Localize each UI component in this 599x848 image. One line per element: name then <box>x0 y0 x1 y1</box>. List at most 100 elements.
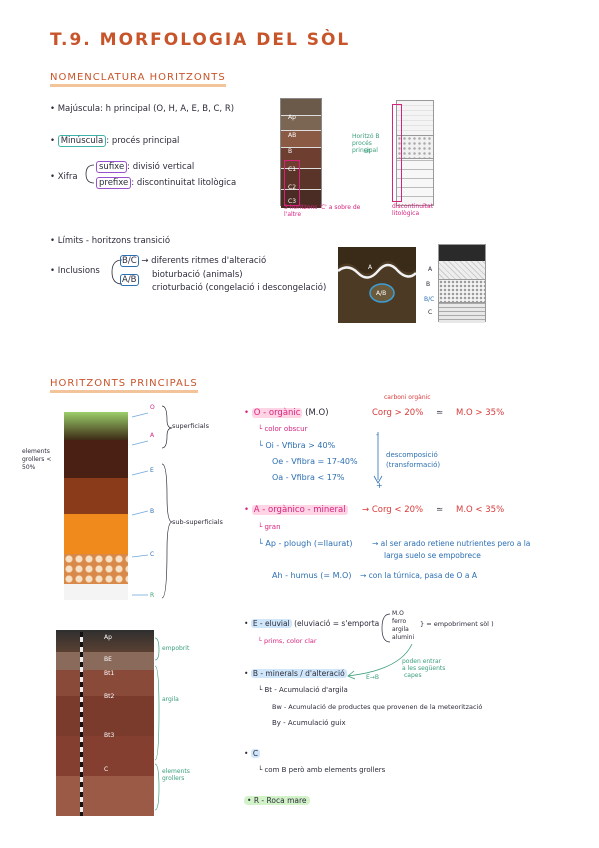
horizon-braces <box>161 405 173 599</box>
p2-label-bt1: Bt1 <box>104 670 115 677</box>
arrow-note-1: poden entrar <box>402 658 442 665</box>
e-item-alumini: alumini <box>392 634 415 641</box>
horizon-letter-e: E <box>150 467 154 474</box>
p1-layer-c3: C3 <box>288 198 297 205</box>
note-carboni-organic: carboni orgànic <box>384 394 431 401</box>
prefixe-desc: : discontinuitat litològica <box>131 178 237 188</box>
a-horizon-line: • A - orgànico - mineral <box>244 505 348 515</box>
minuscula-word: Minúscula <box>57 135 107 147</box>
ap-arrow-2: larga suelo se empobrece <box>384 551 481 560</box>
horizon-markers <box>131 412 149 596</box>
decomp-label-2: (transformació) <box>386 461 441 469</box>
soil-photo-inclusions <box>338 247 416 323</box>
oa-text: Oa - Vfibra < 17% <box>272 473 345 482</box>
decomp-minus: - <box>376 430 379 439</box>
sufixe-line: sufixe: divisió vertical <box>96 161 195 173</box>
b-horizon-line: • B - minerals / d'alteració <box>244 669 347 678</box>
bc-line: B/C → diferents ritmes d'alteració <box>120 255 266 267</box>
a-gran: └ gran <box>258 523 281 531</box>
note-discontinuitat: discontinuïtat litològica <box>392 203 434 217</box>
o-color: └ color obscur <box>258 425 308 433</box>
bullet-minuscula: • Minúscula: procés principal <box>50 135 180 147</box>
horizon-letter-b: B <box>150 508 155 515</box>
soil-profile-drawing-1 <box>396 100 434 206</box>
section-heading-principals: HORITZONTS PRINCIPALS <box>50 378 198 393</box>
bc-tag: B/C <box>120 255 139 267</box>
p1-layer-c1: C1 <box>288 166 297 173</box>
bullet-xifra: • Xifra <box>50 172 78 182</box>
by-text: By - Acumulació guix <box>272 719 346 727</box>
limits-text: Límits - horitzons transició <box>57 236 171 246</box>
ap-arrow-1: → al ser arado retiene nutrientes pero a… <box>372 539 531 548</box>
o-approx: ≃ <box>436 408 444 418</box>
o-horizon-paren: (M.O) <box>305 408 329 418</box>
e-items-brace <box>381 613 391 643</box>
r-horizon-title: • R - Roca mare <box>244 796 310 805</box>
sufixe-desc: : divisió vertical <box>127 162 195 172</box>
p2-label-be: BE <box>104 656 112 663</box>
ap-line: └ Ap - plough (=llaurat) <box>258 539 353 548</box>
note-bt: Bt <box>364 148 371 155</box>
a-corg: → Corg < 20% <box>362 505 424 515</box>
horizon-letter-r: R <box>150 592 155 599</box>
e-result: } = empobriment sòl ) <box>420 620 494 628</box>
o-mo: M.O > 35% <box>456 408 505 418</box>
e-prims: └ prims, color clar <box>258 637 317 645</box>
a-corg-text: Corg < 20% <box>371 505 424 515</box>
measuring-stick <box>80 632 83 816</box>
bullet-inclusions: • Inclusions <box>50 266 100 276</box>
horizon-letter-c: C <box>150 551 155 558</box>
r-horizon-text: R - Roca mare <box>253 796 307 805</box>
e-horizon-paren: (eluviació = s'emporta <box>294 619 380 628</box>
bullet-limits: • Límits - horitzons transició <box>50 236 171 246</box>
ah-text: Ah - humus (= M.O) <box>272 571 352 580</box>
section-heading-nomenclatura: NOMENCLATURA HORITZONTS <box>50 72 226 87</box>
e-result-text: = empobriment sòl <box>426 620 489 628</box>
drawing-pink-bar <box>392 104 402 202</box>
o-corg: Corg > 20% <box>372 408 424 418</box>
bt-line: └ Bt - Acumulació d'argila <box>258 686 348 694</box>
note-3-horitzons-c: 3 horitzons 'C' a sobre de l'altre <box>284 204 361 218</box>
inclusions-brace <box>111 259 123 285</box>
label-elements-grollers: elements grollers < 50% <box>22 448 52 471</box>
o-color-text: color obscur <box>264 425 308 433</box>
prefixe-word: prefixe <box>96 177 132 189</box>
decomp-plus: + <box>376 481 383 490</box>
label-subsuperficials: sub-superficials <box>172 518 223 526</box>
xifra-brace <box>85 164 95 184</box>
c-horizon-title: C <box>250 749 261 758</box>
drawing2-label-c: C <box>428 309 433 316</box>
majuscula-text: Majúscula: h principal (O, H, A, E, B, C… <box>57 104 235 114</box>
c-horizon-line: • C <box>244 749 261 758</box>
o-horizon-line: • O - orgànic (M.O) <box>244 408 329 418</box>
minuscula-desc: : procés principal <box>106 136 180 146</box>
label-empobrit: empobrit <box>162 645 190 652</box>
p1-layer-b: B <box>288 148 293 155</box>
p1-layer-ab: AB <box>288 132 297 139</box>
e-prims-text: prims, color clar <box>263 637 317 645</box>
e-item-mo: M.O <box>392 610 404 617</box>
p2-label-ap: Ap <box>104 634 112 641</box>
ah-arrow: → con la túrnica, pasa de O a A <box>360 571 477 580</box>
ab-desc-1: bioturbació (animals) <box>152 270 243 280</box>
ab-tag-wrap: A/B <box>120 274 139 286</box>
ap-text: Ap - plough (=llaurat) <box>265 539 353 548</box>
a-gran-text: gran <box>264 523 281 531</box>
drawing2-label-a: A <box>428 266 433 273</box>
e-horizon-title: E - eluvial <box>250 619 292 628</box>
a-approx: ≃ <box>436 505 444 515</box>
p2-label-bt2: Bt2 <box>104 693 115 700</box>
e-to-b-arrow <box>347 643 413 680</box>
decomp-label-1: descomposició <box>386 451 438 459</box>
e-item-ferro: ferro <box>392 618 407 625</box>
label-superficials: superficials <box>172 422 209 430</box>
b-horizon-title: B - minerals / d'alteració <box>250 669 347 678</box>
drawing2-label-b: B <box>426 281 431 288</box>
c-desc-line: └ com B però amb elements grollers <box>258 766 386 774</box>
e-horizon-line: • E - eluvial (eluviació = s'emporta <box>244 619 380 628</box>
label-argila: argila <box>162 696 179 703</box>
drawing2-label-bc: B/C <box>424 296 435 303</box>
e-to-b-label: E→B <box>366 674 379 681</box>
p2-label-c: C <box>104 766 109 773</box>
soil-profile-photo-1 <box>280 98 322 208</box>
